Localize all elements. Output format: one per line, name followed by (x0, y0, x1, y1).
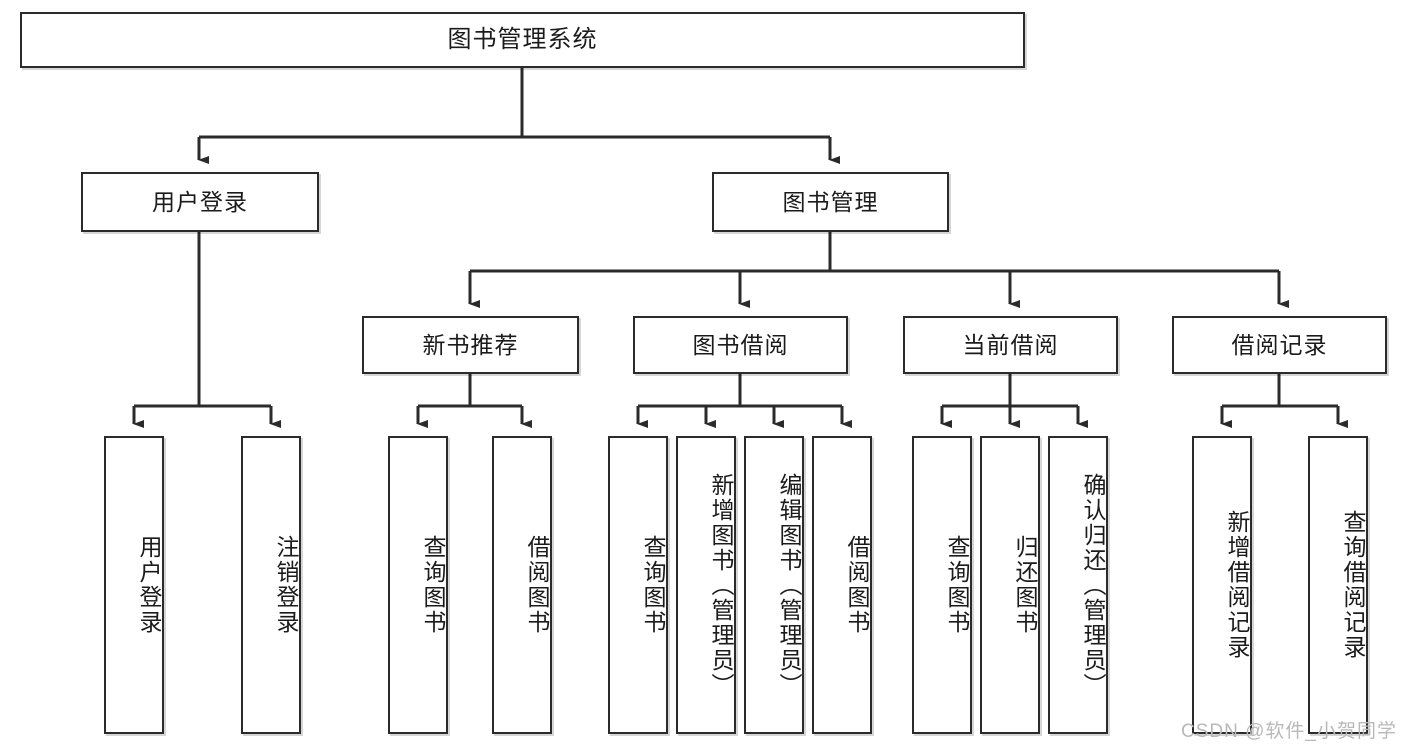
node-new-book-recommend[interactable]: 新书推荐 (362, 316, 579, 374)
leaf-borrow-borrow-book[interactable]: 借阅图书 (812, 436, 872, 734)
node-label: 确认归还（管理员） (1080, 472, 1106, 698)
node-label: 查询借阅记录 (1340, 510, 1366, 660)
leaf-record-query-borrow-record[interactable]: 查询借阅记录 (1308, 436, 1368, 734)
node-label: 用户登录 (152, 188, 248, 215)
node-label: 借阅图书 (844, 535, 870, 635)
node-label: 查询图书 (420, 535, 446, 635)
leaf-borrow-query-book[interactable]: 查询图书 (608, 436, 668, 734)
leaf-borrow-add-book-admin[interactable]: 新增图书（管理员） (676, 436, 736, 734)
node-root-book-management-system[interactable]: 图书管理系统 (20, 12, 1025, 68)
node-book-management[interactable]: 图书管理 (712, 172, 949, 232)
node-label: 查询图书 (640, 535, 666, 635)
node-book-borrow[interactable]: 图书借阅 (633, 316, 848, 374)
leaf-user-login[interactable]: 用户登录 (104, 436, 164, 734)
leaf-recommend-borrow-book[interactable]: 借阅图书 (492, 436, 552, 734)
node-borrow-record[interactable]: 借阅记录 (1172, 316, 1387, 374)
leaf-record-add-borrow-record[interactable]: 新增借阅记录 (1192, 436, 1252, 734)
node-label: 图书管理系统 (447, 26, 598, 54)
node-user-login[interactable]: 用户登录 (81, 172, 319, 232)
node-label: 编辑图书（管理员） (776, 472, 802, 698)
node-label: 借阅记录 (1231, 331, 1328, 358)
node-label: 当前借阅 (962, 331, 1059, 358)
node-label: 用户登录 (136, 535, 162, 635)
leaf-borrow-edit-book-admin[interactable]: 编辑图书（管理员） (744, 436, 804, 734)
node-label: 归还图书 (1012, 535, 1038, 635)
leaf-logout[interactable]: 注销登录 (241, 436, 301, 734)
node-label: 借阅图书 (524, 535, 550, 635)
node-label: 新书推荐 (422, 331, 519, 358)
watermark-text: CSDN @软件_小贺同学 (1181, 721, 1397, 742)
leaf-current-return-book[interactable]: 归还图书 (980, 436, 1040, 734)
node-label: 图书管理 (782, 188, 879, 215)
node-label: 图书借阅 (692, 331, 789, 358)
node-label: 查询图书 (944, 535, 970, 635)
leaf-current-confirm-return-admin[interactable]: 确认归还（管理员） (1048, 436, 1108, 734)
node-label: 新增图书（管理员） (708, 472, 734, 698)
node-current-borrow[interactable]: 当前借阅 (903, 316, 1118, 374)
leaf-current-query-book[interactable]: 查询图书 (912, 436, 972, 734)
leaf-recommend-query-book[interactable]: 查询图书 (388, 436, 448, 734)
node-label: 新增借阅记录 (1224, 510, 1250, 660)
node-label: 注销登录 (273, 535, 299, 635)
